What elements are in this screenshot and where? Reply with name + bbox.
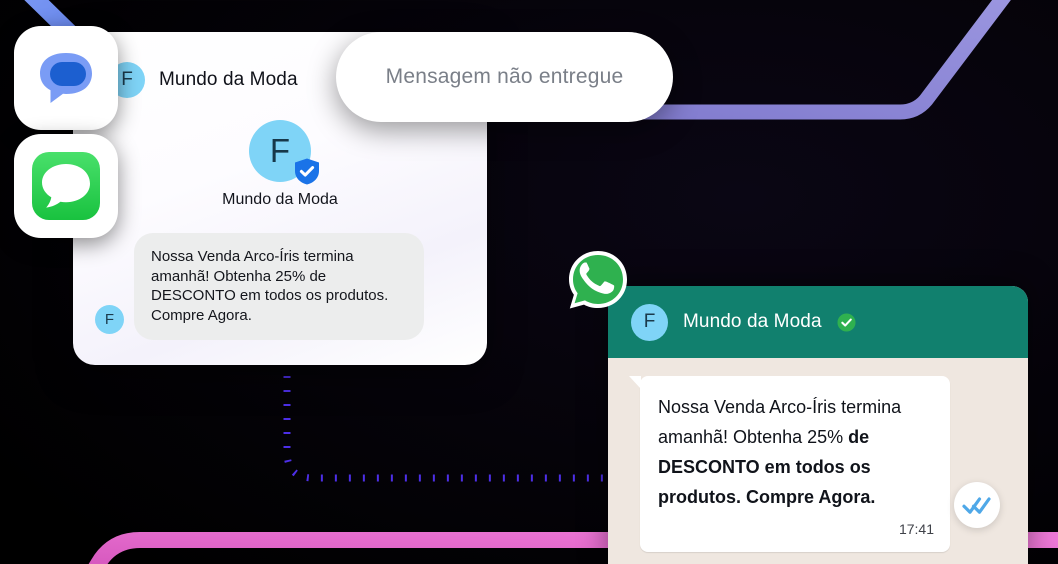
whatsapp-message-text-bold: de DESCONTO em todos os produtos. Compre…: [658, 427, 876, 507]
rcs-sender-profile: F Mundo da Moda: [73, 120, 487, 209]
google-messages-icon: [40, 53, 92, 103]
whatsapp-message-time: 17:41: [898, 521, 934, 537]
whatsapp-card-header: F Mundo da Moda: [608, 286, 1028, 358]
read-receipt-badge: [954, 482, 1000, 528]
rcs-message-row: F Nossa Venda Arco-Íris termina amanhã! …: [73, 233, 487, 340]
imessage-app-tile[interactable]: [14, 134, 118, 238]
imessage-icon: [32, 152, 100, 220]
undelivered-status-label: Mensagem não entregue: [385, 65, 624, 88]
whatsapp-sender-name: Mundo da Moda: [683, 311, 822, 332]
google-messages-app-tile[interactable]: [14, 26, 118, 130]
dotted-connector: [283, 362, 628, 482]
verified-badge-icon: [837, 312, 856, 332]
rcs-topbar-sender-name: Mundo da Moda: [159, 69, 298, 90]
rcs-message-card: F Mundo da Moda F Mundo da Moda F Nossa …: [73, 32, 487, 365]
rcs-message-bubble: Nossa Venda Arco-Íris termina amanhã! Ob…: [134, 233, 424, 340]
whatsapp-message-card: F Mundo da Moda Nossa Venda Arco-Íris te…: [608, 286, 1028, 564]
whatsapp-card-body: Nossa Venda Arco-Íris termina amanhã! Ob…: [608, 358, 1028, 552]
undelivered-status-pill: Mensagem não entregue: [336, 32, 673, 122]
whatsapp-app-icon[interactable]: [565, 247, 631, 313]
verified-shield-icon: [295, 158, 319, 185]
whatsapp-message-text-plain: Nossa Venda Arco-Íris termina amanhã! Ob…: [658, 397, 902, 447]
double-check-icon: [962, 497, 991, 514]
avatar-message: F: [95, 305, 124, 334]
avatar-large-wrapper: F: [249, 120, 319, 185]
avatar-whatsapp: F: [631, 303, 668, 341]
rcs-profile-sender-name: Mundo da Moda: [222, 191, 338, 208]
whatsapp-message-bubble: Nossa Venda Arco-Íris termina amanhã! Ob…: [629, 376, 950, 552]
